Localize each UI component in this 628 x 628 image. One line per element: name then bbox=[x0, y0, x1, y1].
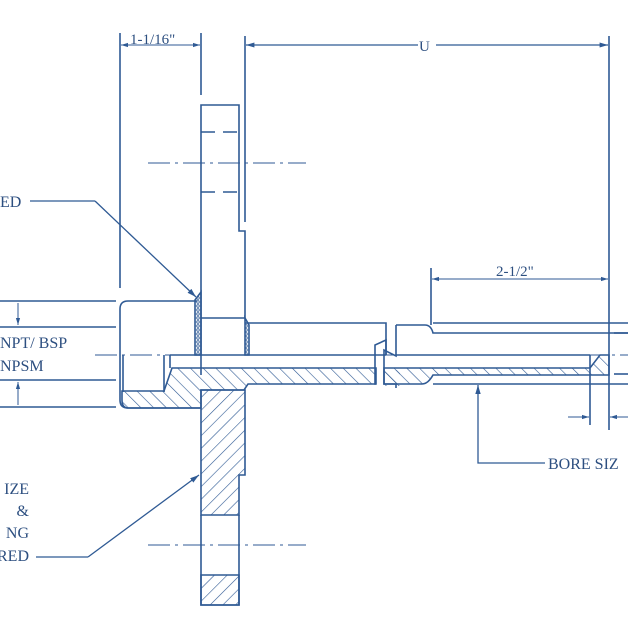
label-flange-thickness: 1-1/16" bbox=[130, 32, 175, 48]
label-bore: BORE SIZ bbox=[548, 456, 619, 473]
stem bbox=[383, 322, 628, 425]
dim-thread bbox=[0, 300, 116, 408]
label-flange-3: NG bbox=[6, 525, 30, 542]
dim-tip-length bbox=[430, 268, 608, 325]
label-flange-1: IZE bbox=[4, 481, 29, 498]
leader-weld bbox=[94, 200, 197, 298]
flange-lower bbox=[148, 389, 306, 606]
label-thread-2: NPSM bbox=[0, 358, 44, 375]
weld-beads bbox=[194, 289, 250, 356]
label-weld: ED bbox=[0, 194, 21, 211]
leader-bore bbox=[475, 385, 545, 464]
dim-flange-thickness bbox=[119, 33, 202, 288]
flange-upper bbox=[148, 104, 306, 375]
leader-flange bbox=[87, 474, 200, 558]
label-insertion-length: U bbox=[419, 39, 430, 55]
label-flange-4: RED bbox=[0, 548, 29, 565]
label-flange-2: & bbox=[17, 503, 30, 520]
label-tip-length: 2-1/2" bbox=[496, 264, 534, 280]
label-thread-1: NPT/ BSP bbox=[0, 335, 67, 352]
